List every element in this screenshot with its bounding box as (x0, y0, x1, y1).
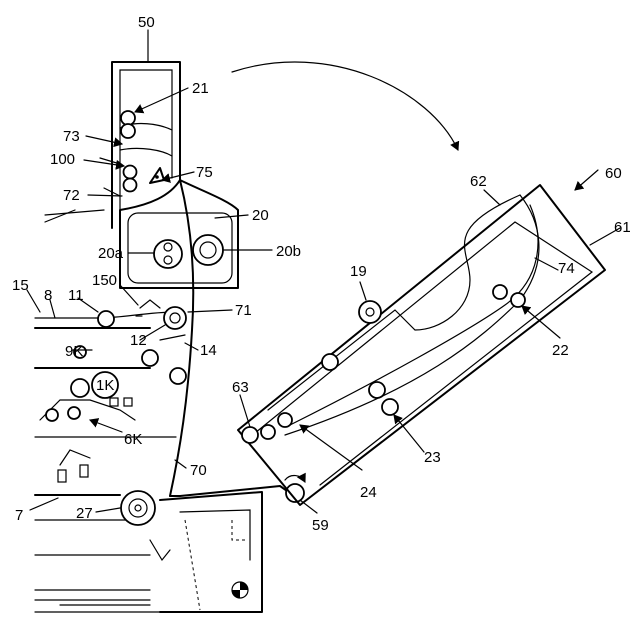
roller-27 (121, 491, 155, 525)
label-61: 61 (614, 219, 631, 236)
label-21: 21 (192, 80, 209, 97)
tray-8 (35, 300, 186, 329)
label-1K: 1K (96, 377, 114, 394)
label-59: 59 (312, 517, 329, 534)
label-24: 24 (360, 484, 377, 501)
label-9K: 9K (65, 343, 83, 360)
label-6K: 6K (124, 431, 142, 448)
label-73: 73 (63, 128, 80, 145)
label-20a: 20a (98, 245, 124, 262)
tilted-unit-60 (238, 185, 605, 505)
label-19: 19 (350, 263, 367, 280)
label-12: 12 (130, 332, 147, 349)
flapper-75 (150, 168, 164, 183)
label-22: 22 (552, 342, 569, 359)
label-15: 15 (12, 277, 29, 294)
label-14: 14 (200, 342, 217, 359)
label-63: 63 (232, 379, 249, 396)
label-72: 72 (63, 187, 80, 204)
label-100: 100 (50, 151, 75, 168)
label-23: 23 (424, 449, 441, 466)
label-11: 11 (68, 287, 84, 304)
image-station-1K (40, 346, 135, 482)
label-20b: 20b (276, 243, 301, 260)
label-71: 71 (235, 302, 252, 319)
feed-unit-50 (100, 62, 180, 228)
label-7: 7 (15, 507, 23, 524)
roller-pair-100 (124, 166, 137, 192)
label-74: 74 (558, 260, 575, 277)
rotation-arrow (232, 62, 458, 150)
label-70: 70 (190, 462, 207, 479)
label-75: 75 (196, 164, 213, 181)
label-60: 60 (605, 165, 622, 182)
label-50: 50 (138, 14, 155, 31)
label-27: 27 (76, 505, 93, 522)
label-20: 20 (252, 207, 269, 224)
label-8: 8 (44, 287, 52, 304)
lower-cabinet (150, 492, 262, 612)
reference-labels: 50 21 73 100 75 72 20 20a 20b 15 8 11 15… (12, 14, 631, 534)
label-62: 62 (470, 173, 487, 190)
label-150: 150 (92, 272, 117, 289)
fixing-unit-20 (120, 180, 238, 288)
roller-14 (142, 335, 186, 384)
